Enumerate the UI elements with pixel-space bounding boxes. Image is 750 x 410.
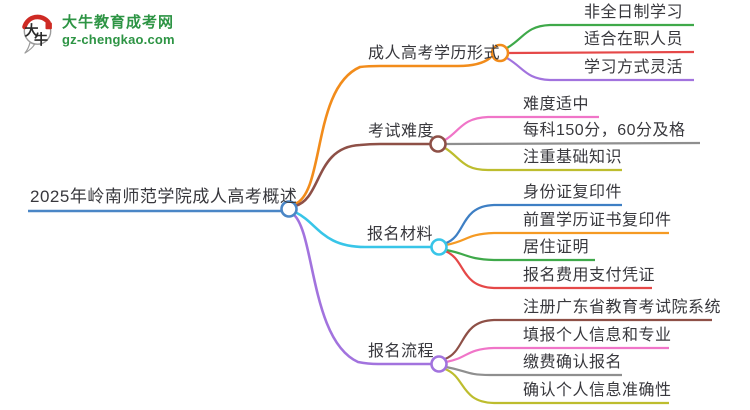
logo-seal	[45, 22, 52, 30]
branch-label-exam-difficulty[interactable]: 考试难度	[368, 123, 435, 140]
leaf-label-nonfulltime[interactable]: 非全日制学习	[584, 4, 684, 21]
logo-char-da: 大	[25, 23, 39, 39]
leaf-label-moderate[interactable]: 难度适中	[523, 96, 590, 113]
logo-subtitle: gz-chengkao.com	[62, 32, 175, 47]
leaf-line-moderate	[444, 115, 599, 141]
logo-title: 大牛教育成考网	[62, 14, 175, 31]
leaf-line-fillinfo	[445, 346, 669, 364]
node-handle-edu-form[interactable]	[490, 43, 510, 63]
leaf-line-verify	[444, 367, 669, 405]
branch-curve-procedure	[291, 212, 433, 366]
branch-label-materials[interactable]: 报名材料	[367, 226, 434, 243]
leaf-label-diploma[interactable]: 前置学历证书复印件	[523, 212, 672, 229]
leaf-line-payconfirm	[445, 365, 622, 377]
leaf-label-employed[interactable]: 适合在职人员	[584, 31, 684, 48]
leaf-label-verify[interactable]: 确认个人信息准确性	[523, 382, 672, 399]
node-handle-procedure[interactable]	[430, 355, 448, 373]
leaf-label-register[interactable]: 注册广东省教育考试院系统	[523, 299, 722, 316]
logo-bull-icon: 大 牛	[22, 14, 52, 54]
leaf-label-basics[interactable]: 注重基础知识	[523, 149, 623, 166]
leaf-line-diploma	[445, 231, 669, 247]
logo-char-niu: 牛	[34, 32, 48, 48]
leaf-label-flexible[interactable]: 学习方式灵活	[584, 59, 684, 76]
leaf-label-residence[interactable]: 居住证明	[523, 239, 590, 256]
leaf-line-residence	[445, 248, 595, 262]
branch-label-procedure[interactable]: 报名流程	[368, 343, 435, 360]
branch-curve-exam-difficulty	[293, 142, 432, 208]
branch-label-edu-form[interactable]: 成人高考学历形式	[368, 45, 501, 62]
leaf-label-payment-proof[interactable]: 报名费用支付凭证	[523, 267, 656, 284]
leaf-line-basics	[444, 147, 622, 172]
leaf-line-register	[444, 318, 712, 361]
central-node-handle[interactable]	[280, 200, 298, 218]
leaf-label-idcopy[interactable]: 身份证复印件	[523, 184, 623, 201]
site-logo: 大 牛 大牛教育成考网 gz-chengkao.com	[21, 13, 175, 57]
central-topic[interactable]: 2025年岭南师范学院成人高考概述	[30, 187, 298, 206]
leaf-line-nonfulltime	[506, 23, 694, 49]
node-handle-exam-difficulty[interactable]	[429, 135, 447, 153]
leaf-line-flexible	[506, 57, 694, 82]
leaf-label-score[interactable]: 每科150分，60分及格	[523, 122, 686, 139]
leaf-line-score	[445, 141, 701, 146]
branch-curve-materials	[293, 210, 433, 249]
leaf-line-employed	[507, 50, 695, 55]
leaf-line-idcopy	[445, 203, 622, 245]
node-handle-materials[interactable]	[430, 238, 448, 256]
logo-red-arc	[22, 14, 51, 30]
branch-curve-edu-form	[293, 56, 492, 206]
leaf-line-payment-proof	[444, 249, 652, 290]
leaf-label-payconfirm[interactable]: 缴费确认报名	[523, 354, 623, 371]
leaf-label-fillinfo[interactable]: 填报个人信息和专业	[523, 327, 672, 344]
